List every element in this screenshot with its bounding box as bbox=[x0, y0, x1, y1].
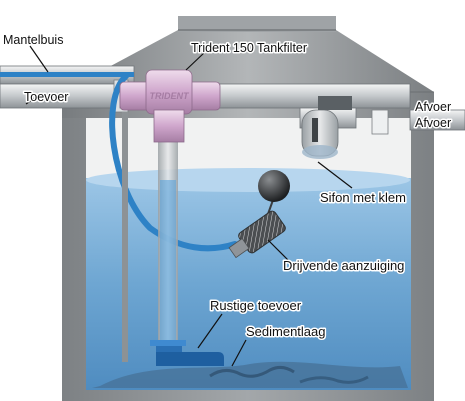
label-afvoer-top: Afvoer bbox=[415, 100, 451, 114]
filter-marking: TRIDENT bbox=[150, 91, 190, 101]
floating-suction bbox=[228, 170, 290, 259]
inlet-pipes bbox=[0, 65, 135, 113]
label-afvoer-bottom: Afvoer bbox=[415, 116, 451, 130]
label-sifon: Sifon met klem bbox=[320, 190, 406, 205]
leader-lines bbox=[25, 45, 353, 367]
label-mantelbuis: Mantelbuis bbox=[3, 33, 63, 47]
calm-inlet bbox=[150, 340, 224, 366]
float-ball-icon bbox=[258, 170, 290, 202]
label-tankfilter: Trident 150 Tankfilter bbox=[191, 41, 307, 55]
label-rustige-toevoer: Rustige toevoer bbox=[210, 298, 302, 313]
label-sedimentlaag: Sedimentlaag bbox=[246, 324, 326, 339]
label-drijvende-aanzuiging: Drijvende aanzuiging bbox=[283, 258, 404, 273]
conduit-tube bbox=[122, 112, 128, 362]
trident-filter: TRIDENT bbox=[119, 69, 221, 143]
suction-hose bbox=[109, 73, 238, 252]
standpipe bbox=[158, 108, 178, 350]
label-toevoer: Toevoer bbox=[24, 90, 68, 104]
sediment-layer bbox=[92, 361, 408, 388]
siphon bbox=[301, 96, 352, 159]
